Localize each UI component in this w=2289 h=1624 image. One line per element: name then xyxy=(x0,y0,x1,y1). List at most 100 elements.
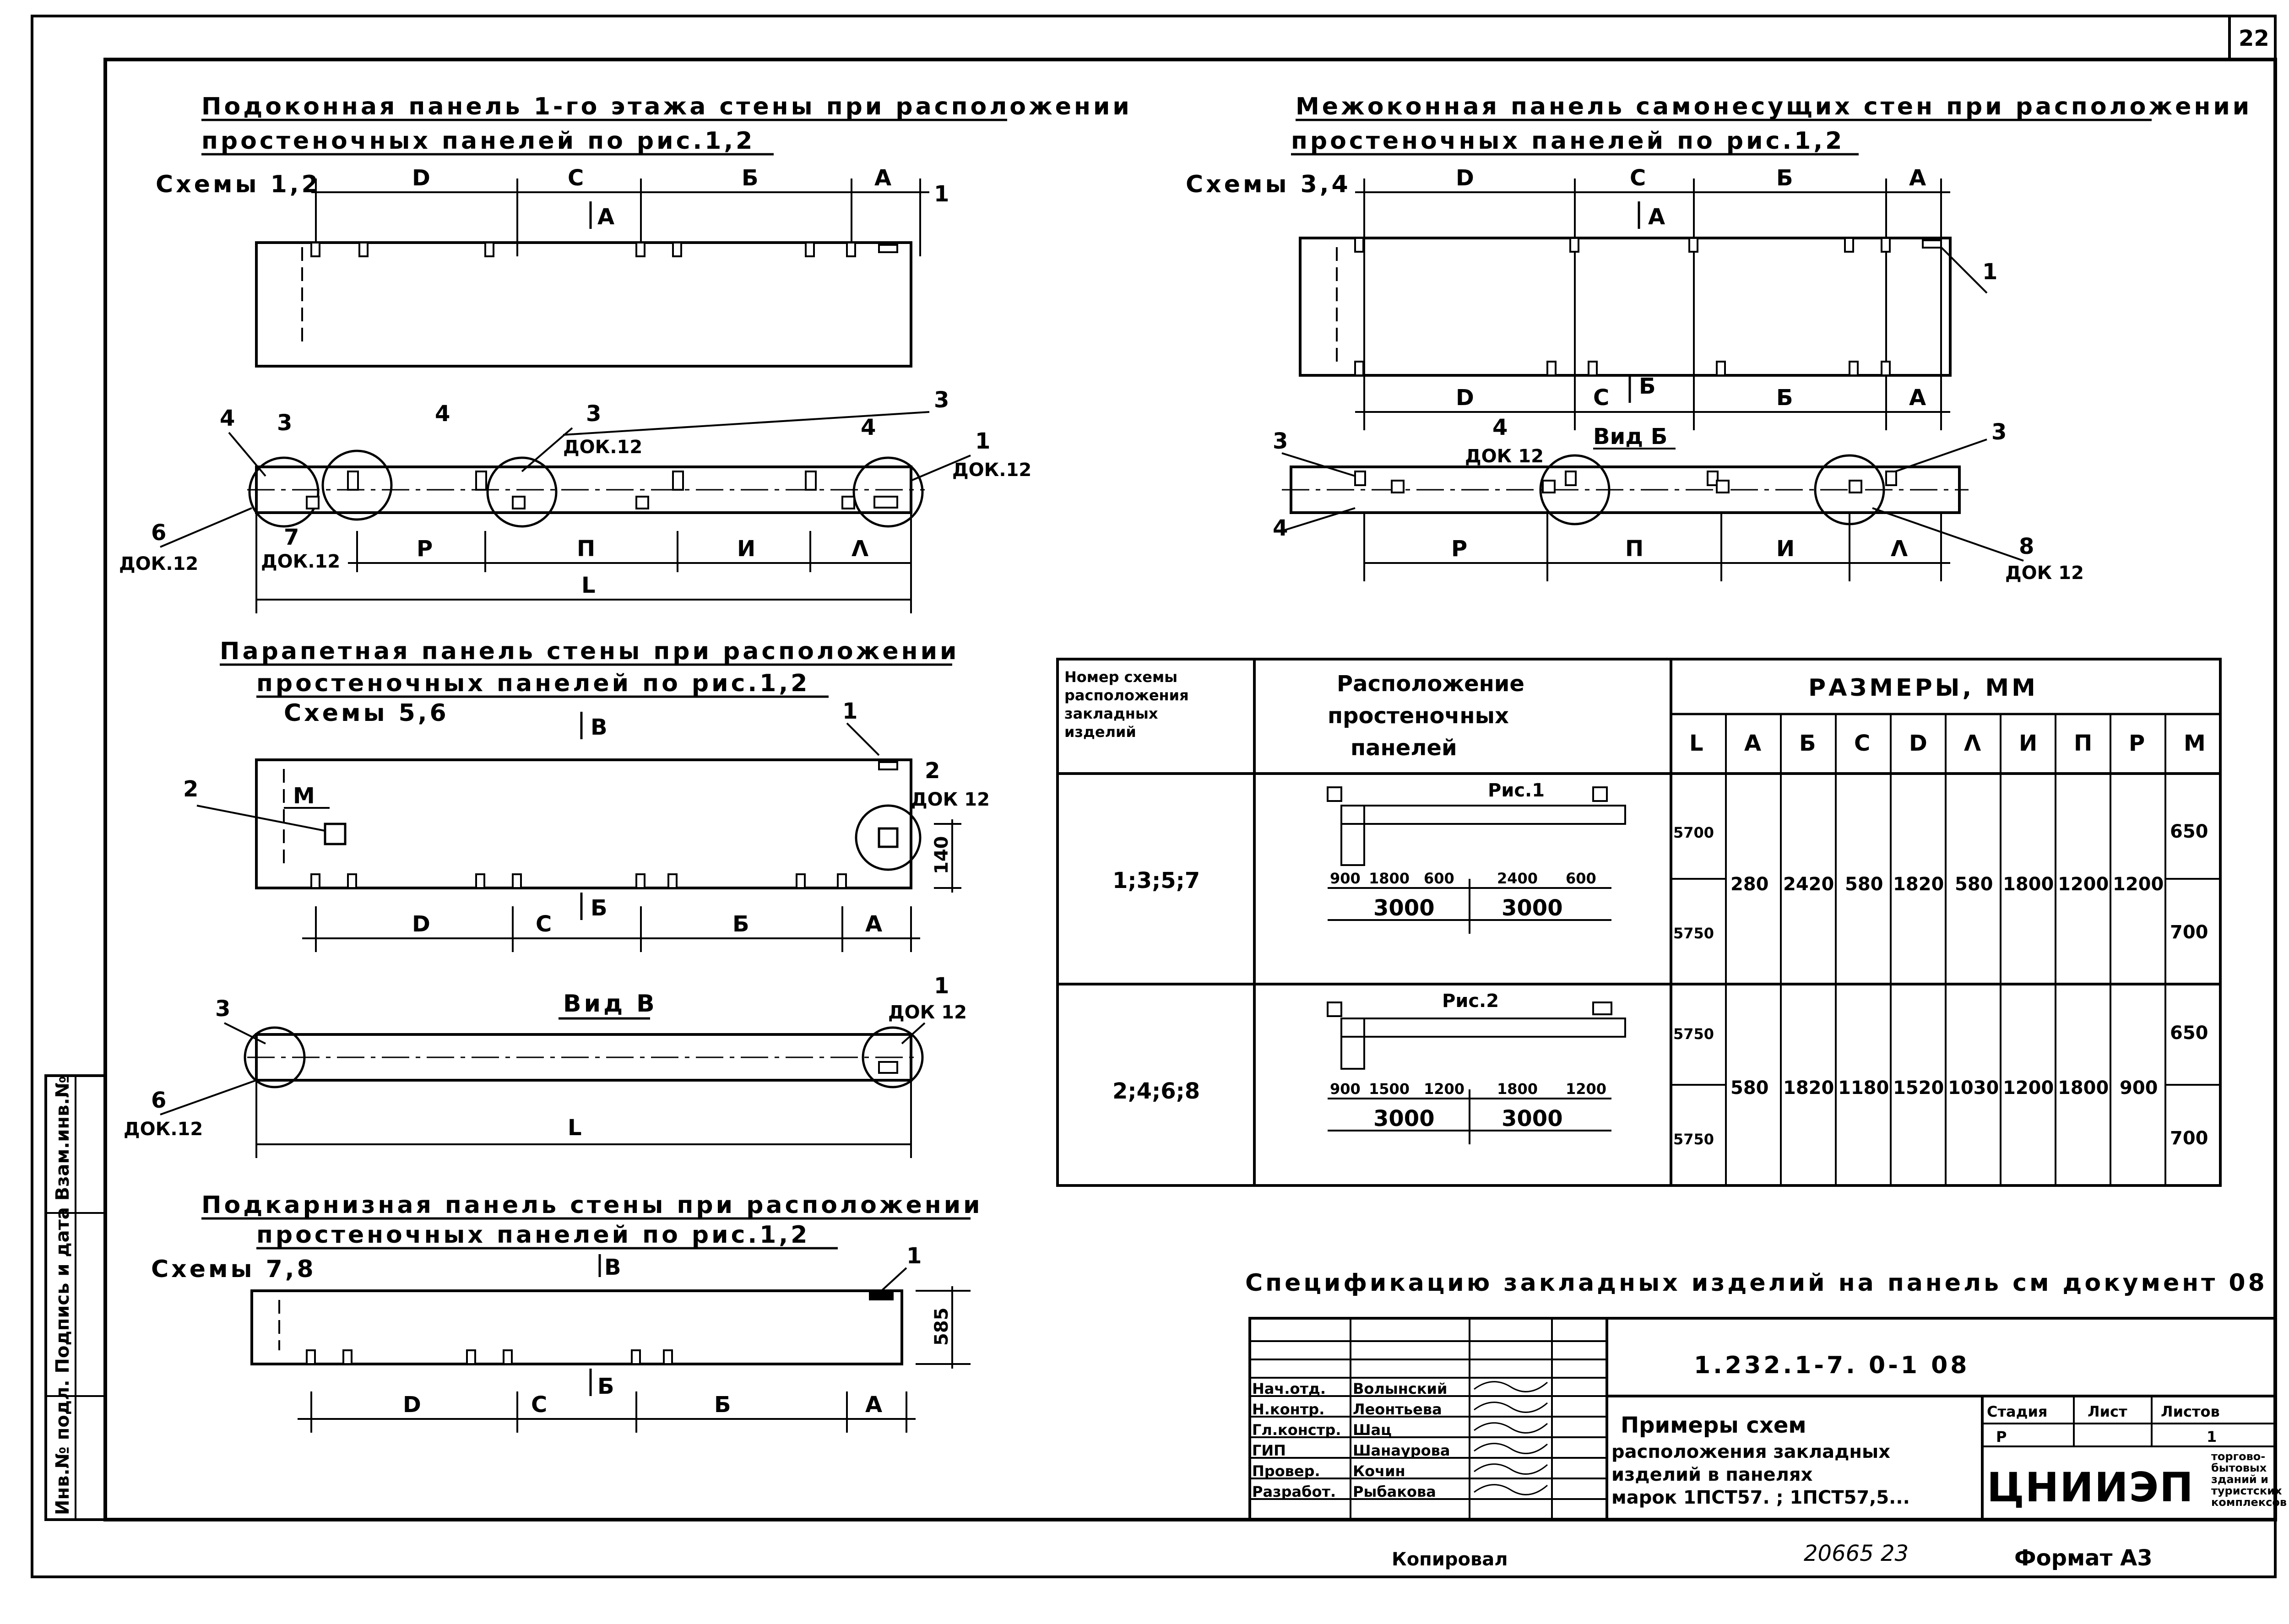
role-5: Провер. xyxy=(1252,1462,1320,1480)
v2-callout-4b: 4 xyxy=(1492,415,1508,440)
inner-frame xyxy=(103,58,2277,1521)
org-sub-5: комплексов xyxy=(2211,1496,2287,1509)
row1-fig-sketch xyxy=(1327,786,1626,934)
v2-panel xyxy=(1299,237,1952,377)
v1-callout-4a: 4 xyxy=(220,406,235,431)
v1-doc-ref-1: ДОК.12 xyxy=(563,437,642,458)
row2-fig: Рис.2 xyxy=(1442,991,1499,1012)
row2-fd-2: 1500 xyxy=(1369,1080,1410,1098)
v2-arrow-b: Б xyxy=(1639,374,1656,399)
v2-title-2: простеночных панелей по рис.1,2 xyxy=(1291,127,1844,155)
v4-total: L xyxy=(568,1115,582,1141)
v3-doc-ref: ДОК 12 xyxy=(911,789,990,810)
view-3-parapet-panel: Парапетная панель стены при расположении… xyxy=(183,638,990,952)
col-c: C xyxy=(1854,731,1870,756)
row1-pi: 1200 xyxy=(2058,874,2109,895)
v4-doc-ref-2: ДОК.12 xyxy=(124,1119,203,1140)
col-lambda: Λ xyxy=(1964,731,1981,756)
v1-callout-4b: 4 xyxy=(435,401,450,427)
row1-d: 1820 xyxy=(1893,874,1944,895)
v1-callout-3a: 3 xyxy=(277,410,292,436)
side-stamp-text: Инв.№ подл. Подпись и дата Взам.инв.№ xyxy=(52,1076,73,1515)
row2-scheme: 2;4;6;8 xyxy=(1112,1078,1200,1104)
col-a: A xyxy=(1744,731,1761,756)
v4-callout-3: 3 xyxy=(215,996,230,1022)
v2-dim-pi: П xyxy=(1625,536,1644,562)
v2-callout-8: 8 xyxy=(2019,534,2034,559)
v3-callout-2b: 2 xyxy=(925,758,940,784)
v5-callout-1: 1 xyxy=(906,1243,922,1269)
v2-callout-3a: 3 xyxy=(1273,428,1288,454)
row2-fig-sketch xyxy=(1327,1001,1626,1144)
v2-schemes: Схемы 3,4 xyxy=(1186,171,1351,198)
v3-title-2: простеночных панелей по рис.1,2 xyxy=(256,670,810,697)
col-p: P xyxy=(2129,731,2145,756)
row1-fd-2: 1800 xyxy=(1369,870,1410,887)
v2-callout-4a: 4 xyxy=(1273,515,1288,541)
v2-mid-c: C xyxy=(1593,385,1609,411)
v5-dim-d: D xyxy=(403,1392,421,1418)
v5-panel xyxy=(250,1289,903,1365)
row1-lambda: 580 xyxy=(1955,874,1993,895)
col-d: D xyxy=(1909,731,1927,756)
v2-view-label: Вид Б xyxy=(1593,424,1667,449)
v4-detail-circle-2 xyxy=(862,1026,924,1088)
row2-m-1: 650 xyxy=(2170,1023,2208,1044)
row1-fig: Рис.1 xyxy=(1488,780,1545,801)
v1-callout-4c: 4 xyxy=(861,415,876,440)
v1-dim-b: Б xyxy=(742,165,759,191)
row1-p: 1200 xyxy=(2113,874,2164,895)
v1-title-1: Подоконная панель 1-го этажа стены при р… xyxy=(201,93,1132,120)
v4-doc-ref: ДОК 12 xyxy=(888,1002,967,1023)
v1-dim-p: P xyxy=(417,536,433,562)
row1-fd-4: 2400 xyxy=(1497,870,1538,887)
row2-fb-1: 3000 xyxy=(1373,1106,1435,1131)
v5-arrow: B xyxy=(604,1255,621,1280)
role-4: ГИП xyxy=(1252,1442,1286,1459)
v5-dim-a: A xyxy=(865,1392,882,1418)
row1-m-2: 700 xyxy=(2170,922,2208,943)
v1-doc-ref-3: ДОК.12 xyxy=(119,553,198,574)
row1-fb-2: 3000 xyxy=(1502,895,1563,921)
sheet-number-box xyxy=(2228,15,2277,61)
v2-arrow-label: A xyxy=(1648,204,1665,230)
v2-mid-b: Б xyxy=(1776,385,1793,411)
name-5: Кочин xyxy=(1353,1462,1405,1480)
row2-m-2: 700 xyxy=(2170,1128,2208,1149)
table-h-sizes: РАЗМЕРЫ, ММ xyxy=(1808,674,2038,702)
v2-doc-ref-2: ДОК 12 xyxy=(2005,563,2084,584)
v1-arrow-label: A xyxy=(597,204,614,230)
row2-c: 1180 xyxy=(1838,1077,1889,1099)
footer-copied: Копировал xyxy=(1392,1549,1508,1570)
col-i: И xyxy=(2019,731,2037,756)
org-sub-4: туристских xyxy=(2211,1484,2282,1497)
row1-l-1: 5700 xyxy=(1673,824,1714,841)
footer-number: 20665 23 xyxy=(1804,1541,1909,1566)
row1-fd-5: 600 xyxy=(1566,870,1596,887)
name-2: Леонтьева xyxy=(1353,1401,1442,1418)
v1-dim-a: A xyxy=(874,165,891,191)
v3-height: 140 xyxy=(931,836,952,875)
v1-title-2: простеночных панелей по рис.1,2 xyxy=(201,127,755,155)
v3-detail-circle xyxy=(855,804,922,871)
table-h-location-1: Расположение xyxy=(1337,671,1524,697)
v3-title-1: Парапетная панель стены при расположении xyxy=(220,638,959,665)
v2-doc-ref-1: ДОК 12 xyxy=(1465,446,1544,467)
v1-callout-3b: 3 xyxy=(586,401,601,427)
v2-dim-a: A xyxy=(1909,165,1926,191)
v3-callout-1: 1 xyxy=(842,698,857,724)
v3-arrow: B xyxy=(591,715,608,740)
table-h-scheme-1: Номер схемы xyxy=(1064,668,1177,686)
row2-l-2: 5750 xyxy=(1673,1131,1714,1148)
v4-detail-circle-1 xyxy=(244,1026,306,1088)
title-block: 1.232.1-7. 0-1 08 Нач.отд. Н.контр. Гл.к… xyxy=(1248,1317,2287,1521)
v5-title-1: Подкарнизная панель стены при расположен… xyxy=(201,1191,983,1219)
v1-dim-pi: П xyxy=(577,536,595,562)
v3-callout-2a: 2 xyxy=(183,776,198,802)
name-3: Шац xyxy=(1353,1421,1392,1439)
stamp-title-2: расположения закладных xyxy=(1611,1441,1890,1462)
v3-m-label: M xyxy=(293,783,315,809)
row2-lambda: 1030 xyxy=(1948,1077,1999,1099)
v2-mid-d: D xyxy=(1456,385,1474,411)
